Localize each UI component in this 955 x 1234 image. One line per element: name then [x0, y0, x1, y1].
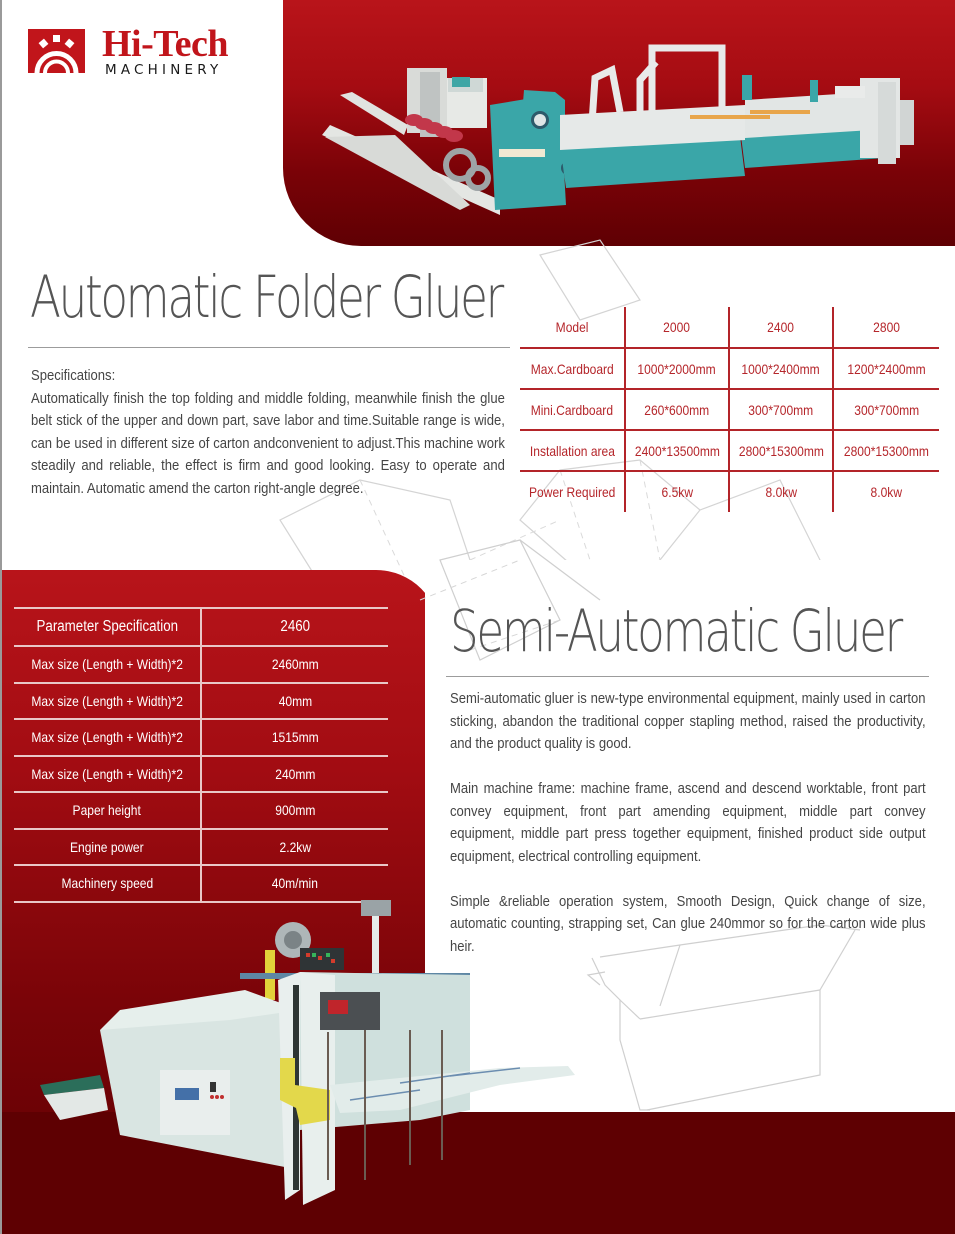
table-cell: Max size (Length + Width)*2 — [14, 645, 202, 683]
table-cell: Power Required — [528, 484, 616, 500]
automatic-folder-gluer-image — [322, 44, 914, 215]
semi-description: Semi-automatic gluer is new-type environ… — [450, 688, 926, 981]
table-row: Max.Cardboard 1000*2000mm 1000*2400mm 12… — [520, 348, 939, 390]
table-cell: Max size (Length + Width)*2 — [14, 718, 202, 756]
table-cell: Max.Cardboard — [520, 348, 625, 390]
brand-name: Hi-Tech — [102, 23, 229, 65]
specs-body: Automatically finish the top folding and… — [31, 389, 505, 497]
automatic-spec-block: Specifications: Automatically finish the… — [31, 365, 505, 500]
table-row: Max size (Length + Width)*2 1515mm — [14, 718, 388, 756]
table-cell: Machinery speed — [14, 864, 202, 903]
table-cell: 40mm — [201, 681, 388, 719]
specs-heading: Specifications: — [31, 367, 116, 384]
table-cell: Paper height — [14, 791, 202, 829]
table-row: Machinery speed 40m/min — [14, 864, 388, 903]
table-cell: 8.0kw — [832, 471, 939, 512]
semi-paragraph: Semi-automatic gluer is new-type environ… — [450, 690, 926, 752]
table-cell: 8.0kw — [728, 471, 833, 512]
table-row: Mini.Cardboard 260*600mm 300*700mm 300*7… — [520, 389, 939, 431]
table-header-cell: 2800 — [832, 307, 939, 349]
semi-automatic-title: Semi-Automatic Gluer — [450, 597, 903, 665]
title-divider — [28, 347, 510, 348]
table-cell: 260*600mm — [624, 389, 729, 431]
semi-paragraph: Main machine frame: machine frame, ascen… — [450, 780, 926, 865]
table-cell: 2460mm — [201, 645, 388, 683]
semi-automatic-gluer-image — [40, 900, 575, 1205]
table-header-row: Model 2000 2400 2800 — [520, 307, 939, 349]
table-header-cell: 2000 — [624, 307, 729, 349]
table-header-cell: Model — [520, 307, 625, 349]
table-cell: 1000*2000mm — [624, 348, 729, 390]
table-cell: Max size (Length + Width)*2 — [14, 754, 202, 792]
table-cell: 2.2kw — [201, 827, 388, 865]
table-cell: 40m/min — [201, 864, 388, 903]
table-cell: Max size (Length + Width)*2 — [14, 681, 202, 719]
table-header-row: Parameter Specification 2460 — [14, 607, 388, 646]
hero-banner — [283, 0, 955, 246]
table-row: Power Required 6.5kw 8.0kw 8.0kw — [520, 471, 939, 512]
table-cell: 1000*2400mm — [728, 348, 833, 390]
model-spec-table: Model 2000 2400 2800 Max.Cardboard 1000*… — [520, 307, 939, 512]
brand-tagline: MACHINERY — [105, 62, 223, 78]
table-cell: 300*700mm — [728, 389, 833, 431]
table-cell: Mini.Cardboard — [520, 389, 625, 431]
brand-logo: Hi-Tech MACHINERY — [28, 23, 258, 78]
table-cell: Engine power — [14, 827, 202, 865]
table-row: Max size (Length + Width)*2 240mm — [14, 754, 388, 792]
table-row: Max size (Length + Width)*2 40mm — [14, 681, 388, 719]
table-cell: 2800*15300mm — [728, 430, 833, 472]
table-cell: 300*700mm — [832, 389, 939, 431]
table-cell: 2800*15300mm — [832, 430, 939, 472]
table-cell: 1200*2400mm — [832, 348, 939, 390]
table-row: Engine power 2.2kw — [14, 827, 388, 865]
table-cell: 2400*13500mm — [624, 430, 729, 472]
table-header-cell: 2460 — [201, 607, 388, 646]
table-row: Paper height 900mm — [14, 791, 388, 829]
semi-paragraph: Simple &reliable operation system, Smoot… — [450, 892, 926, 955]
title-divider — [446, 676, 929, 677]
table-row: Max size (Length + Width)*2 2460mm — [14, 645, 388, 683]
table-header-cell: 2400 — [728, 307, 833, 349]
table-header-cell: Parameter Specification — [14, 607, 202, 646]
gear-logo-icon — [28, 29, 85, 73]
table-cell: 6.5kw — [624, 471, 729, 512]
table-row: Installation area 2400*13500mm 2800*1530… — [520, 430, 939, 472]
table-cell: 1515mm — [201, 718, 388, 756]
table-cell: 900mm — [201, 791, 388, 829]
table-cell: Installation area — [520, 430, 625, 472]
table-cell: 240mm — [201, 754, 388, 792]
automatic-title: Automatic Folder Gluer — [30, 263, 504, 331]
parameter-spec-table: Parameter Specification 2460 Max size (L… — [14, 607, 388, 903]
